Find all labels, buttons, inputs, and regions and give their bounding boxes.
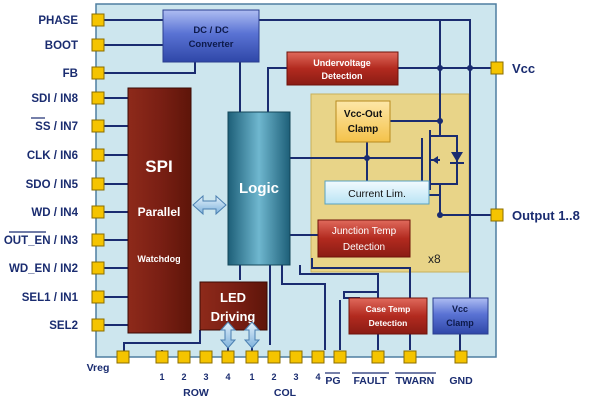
- led-label-line1: LED: [220, 290, 246, 305]
- current-limit-label: Current Lim.: [348, 188, 406, 200]
- dcdc-label-line2: Converter: [189, 39, 234, 50]
- dcdc-label-line1: DC / DC: [193, 25, 229, 36]
- junction-temp-block: [317, 219, 411, 258]
- col-pin-number-2: 2: [271, 372, 276, 382]
- mosfet-arrow-icon: [432, 156, 438, 164]
- pin-label-vreg: Vreg: [87, 362, 110, 374]
- pin-label-gnd: GND: [449, 375, 473, 387]
- undervoltage-label-line1: Undervoltage: [313, 58, 371, 68]
- vcc-clamp-label-line1: Vcc: [452, 304, 468, 314]
- col-pin-number-1: 1: [249, 372, 254, 382]
- pin-label-twarn: TWARN: [396, 375, 435, 387]
- vcc-out-label-line2: Clamp: [348, 124, 379, 135]
- pin-label-sdi-in8: SDI / IN8: [31, 93, 78, 105]
- case-temp-label-line2: Detection: [369, 318, 408, 328]
- pin-label-wd-in4: WD / IN4: [31, 207, 78, 219]
- spi-block: [127, 87, 192, 334]
- led-driving-block: [199, 281, 268, 331]
- case-temp-label-line1: Case Temp: [366, 304, 411, 314]
- current-limit-block: [324, 180, 430, 205]
- pin-label-pg: PG: [325, 375, 340, 387]
- logic-label: Logic: [239, 180, 279, 197]
- pin-label-sel1-in1: SEL1 / IN1: [22, 292, 79, 304]
- pin-label-vcc: Vcc: [512, 61, 535, 76]
- col-pin-number-4: 4: [315, 372, 320, 382]
- spi-logic-arrow-icon: [192, 194, 227, 216]
- row-bidirectional-arrow-icon: [219, 321, 237, 349]
- pin-label-clk-in6: CLK / IN6: [27, 150, 78, 162]
- row-pin-number-4: 4: [225, 372, 230, 382]
- dcdc-converter-block: [162, 9, 260, 63]
- pin-label-boot: BOOT: [45, 40, 78, 52]
- vcc-out-label-line1: Vcc-Out: [344, 109, 383, 120]
- pin-label-row: ROW: [183, 387, 209, 399]
- junction-temp-label-line2: Detection: [343, 242, 385, 253]
- junction-temp-label-line1: Junction Temp: [332, 226, 397, 237]
- pin-label-out-en-in3: OUT_EN / IN3: [4, 235, 78, 247]
- pin-label-ss-in7: SS / IN7: [35, 121, 78, 133]
- pin-label-phase: PHASE: [38, 15, 78, 27]
- right-pin-pads: [490, 61, 504, 222]
- wire-junctions: [364, 65, 473, 218]
- pin-label-sdo-in5: SDO / IN5: [26, 179, 79, 191]
- pin-label-fb: FB: [63, 68, 78, 80]
- pin-label-fault: FAULT: [353, 375, 387, 387]
- vcc-clamp-label-line2: Clamp: [446, 318, 474, 328]
- channel-multiplier-label: x8: [428, 252, 441, 266]
- spi-title: SPI: [145, 157, 172, 176]
- pin-label-col: COL: [274, 387, 297, 399]
- row-pin-number-2: 2: [181, 372, 186, 382]
- col-pin-number-3: 3: [293, 372, 298, 382]
- undervoltage-block: [286, 51, 399, 86]
- logic-block: [227, 111, 291, 266]
- pin-label-output: Output 1..8: [512, 208, 580, 223]
- col-bidirectional-arrow-icon: [243, 321, 261, 349]
- undervoltage-label-line2: Detection: [321, 71, 362, 81]
- row-pin-number-1: 1: [159, 372, 164, 382]
- row-pin-number-3: 3: [203, 372, 208, 382]
- vcc-out-clamp-block: [335, 100, 391, 143]
- pin-label-wd-en-in2: WD_EN / IN2: [9, 263, 78, 275]
- spi-parallel-label: Parallel: [138, 205, 181, 219]
- left-pin-pads: [91, 13, 105, 332]
- pin-label-sel2: SEL2: [49, 320, 78, 332]
- case-temp-block: [348, 297, 428, 335]
- vcc-clamp-block: [432, 297, 489, 335]
- spi-watchdog-label: Watchdog: [137, 254, 180, 264]
- led-label-line2: Driving: [211, 309, 256, 324]
- bottom-pin-pads: [116, 350, 468, 364]
- body-diode-icon: [451, 152, 463, 162]
